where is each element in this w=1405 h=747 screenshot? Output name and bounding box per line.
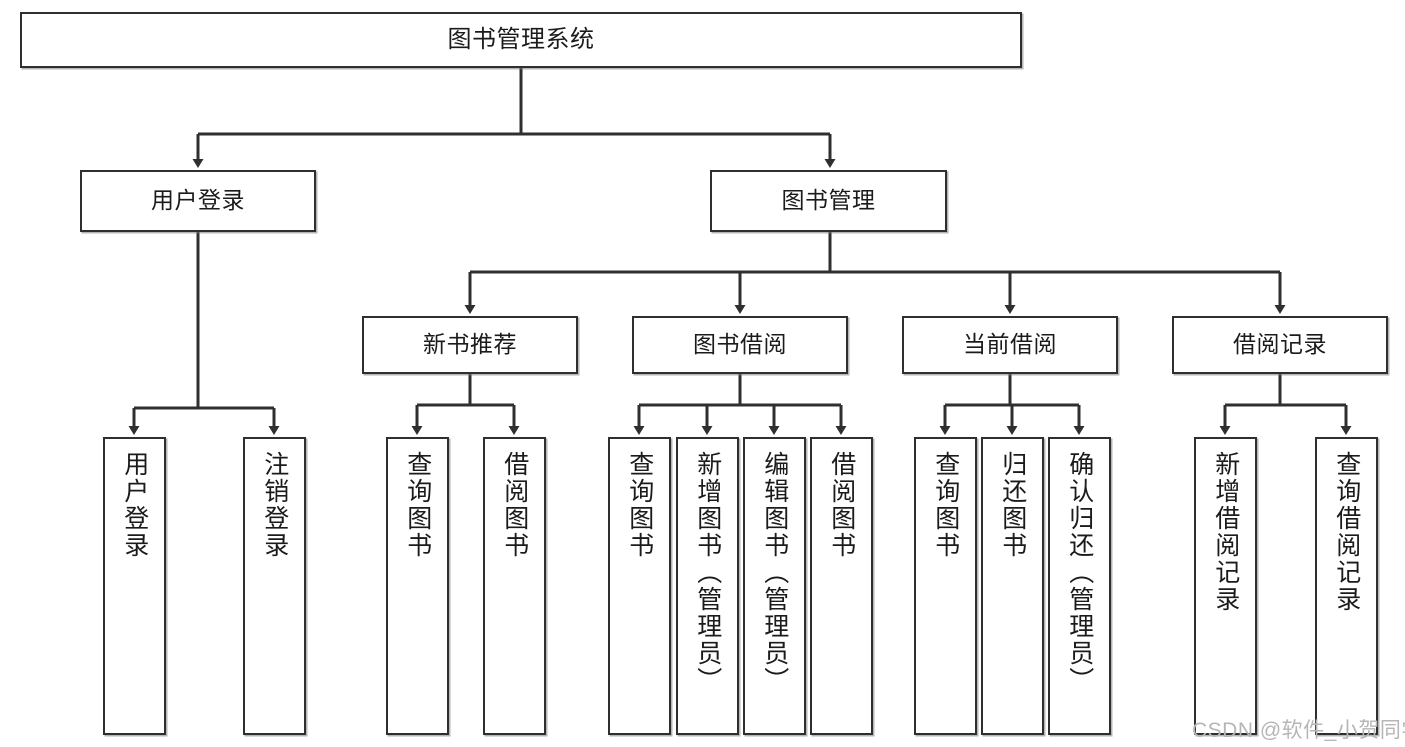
node-borrow-record-label: 借阅记录 bbox=[1233, 331, 1327, 358]
node-leaf-edit-book[interactable]: 编辑图书（管理员） bbox=[743, 437, 806, 735]
node-current-borrow[interactable]: 当前借阅 bbox=[902, 316, 1118, 374]
edge-group-root bbox=[192, 68, 836, 168]
node-borrow-record[interactable]: 借阅记录 bbox=[1172, 316, 1388, 374]
edge-group-book-manage bbox=[464, 232, 1286, 314]
node-leaf-query-book-current[interactable]: 查询图书 bbox=[914, 437, 977, 735]
node-user-login-label: 用户登录 bbox=[151, 187, 245, 214]
node-root[interactable]: 图书管理系统 bbox=[20, 12, 1022, 68]
node-leaf-query-book-rec[interactable]: 查询图书 bbox=[386, 437, 449, 735]
node-leaf-borrow-book-label: 借阅图书 bbox=[827, 451, 856, 559]
node-leaf-user-logout-label: 注销登录 bbox=[260, 451, 289, 559]
node-leaf-add-record-label: 新增借阅记录 bbox=[1211, 451, 1240, 613]
node-leaf-query-record-label: 查询借阅记录 bbox=[1332, 451, 1361, 613]
node-leaf-add-book[interactable]: 新增图书（管理员） bbox=[676, 437, 739, 735]
node-leaf-add-record[interactable]: 新增借阅记录 bbox=[1194, 437, 1257, 735]
edge-group-user-login bbox=[128, 232, 280, 435]
node-current-borrow-label: 当前借阅 bbox=[963, 331, 1057, 358]
node-root-label: 图书管理系统 bbox=[447, 25, 595, 53]
node-leaf-query-book-borrow[interactable]: 查询图书 bbox=[608, 437, 671, 735]
node-leaf-borrow-book-rec[interactable]: 借阅图书 bbox=[483, 437, 546, 735]
node-leaf-user-login[interactable]: 用户登录 bbox=[103, 437, 166, 735]
node-book-manage-label: 图书管理 bbox=[781, 187, 876, 214]
node-book-manage[interactable]: 图书管理 bbox=[710, 170, 947, 232]
node-book-borrow[interactable]: 图书借阅 bbox=[632, 316, 848, 374]
node-leaf-return-book[interactable]: 归还图书 bbox=[981, 437, 1044, 735]
node-leaf-confirm-return[interactable]: 确认归还（管理员） bbox=[1048, 437, 1111, 735]
node-leaf-query-book-borrow-label: 查询图书 bbox=[625, 451, 654, 559]
node-leaf-query-record[interactable]: 查询借阅记录 bbox=[1315, 437, 1378, 735]
node-new-book-rec[interactable]: 新书推荐 bbox=[362, 316, 578, 374]
edge-group-borrow-record bbox=[1219, 374, 1352, 435]
node-user-login[interactable]: 用户登录 bbox=[80, 170, 316, 232]
node-book-borrow-label: 图书借阅 bbox=[693, 331, 787, 358]
node-leaf-add-book-label: 新增图书（管理员） bbox=[693, 451, 722, 694]
node-leaf-confirm-return-label: 确认归还（管理员） bbox=[1065, 451, 1094, 694]
node-leaf-user-login-label: 用户登录 bbox=[120, 451, 149, 559]
node-new-book-rec-label: 新书推荐 bbox=[423, 331, 517, 358]
node-leaf-borrow-book[interactable]: 借阅图书 bbox=[810, 437, 873, 735]
edge-group-current-borrow bbox=[939, 374, 1085, 435]
node-leaf-query-book-rec-label: 查询图书 bbox=[403, 451, 432, 559]
csdn-watermark: CSDN @软件_小贺同学 bbox=[1192, 719, 1405, 742]
edge-group-book-borrow bbox=[633, 374, 847, 435]
node-leaf-edit-book-label: 编辑图书（管理员） bbox=[760, 451, 789, 694]
node-leaf-borrow-book-rec-label: 借阅图书 bbox=[500, 451, 529, 559]
node-leaf-user-logout[interactable]: 注销登录 bbox=[243, 437, 306, 735]
node-leaf-query-book-current-label: 查询图书 bbox=[931, 451, 960, 559]
edge-group-new-book-rec bbox=[411, 374, 520, 435]
node-leaf-return-book-label: 归还图书 bbox=[998, 451, 1027, 559]
